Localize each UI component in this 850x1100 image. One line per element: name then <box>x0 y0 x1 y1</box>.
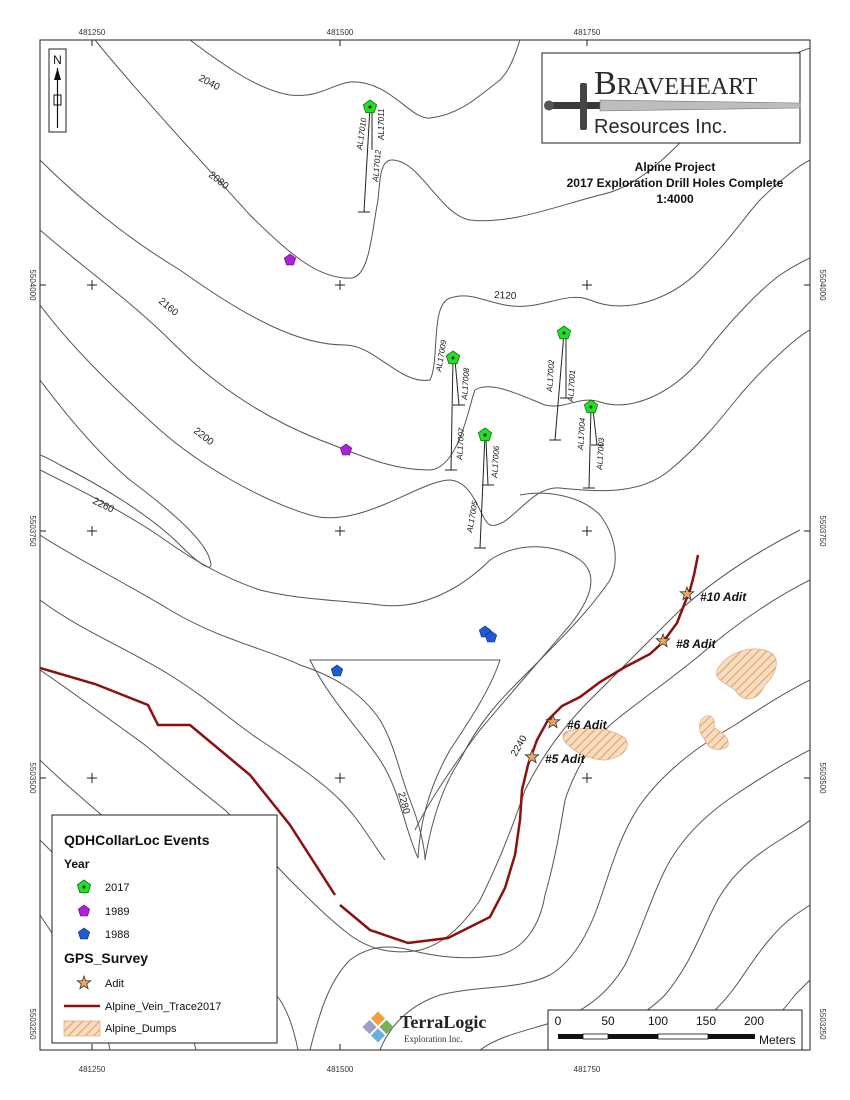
collar-2017-icon <box>362 99 378 114</box>
terralogic-diamond-icon <box>362 1011 394 1043</box>
legend-year-label: Year <box>64 857 90 871</box>
legend-1989: 1989 <box>105 906 129 918</box>
map-subtitle: 2017 Exploration Drill Holes Complete <box>567 176 784 190</box>
sword-pommel-icon <box>544 100 554 111</box>
contour-label-2120: 2120 <box>494 290 517 302</box>
grid-label-bottom-3: 481750 <box>574 1065 601 1074</box>
company-subname: Resources Inc. <box>594 116 727 138</box>
collars-1989 <box>283 253 353 456</box>
terralogic-name: TerraLogic <box>400 1012 486 1032</box>
grid-label-left-2: 5503750 <box>28 515 37 547</box>
adit-star-icon <box>524 748 540 764</box>
drill-traces <box>358 106 603 549</box>
grid-label-left-1: 5504000 <box>28 269 37 301</box>
hole-label-al17007: AL17007 <box>455 427 466 461</box>
hole-label-al17001: AL17001 <box>566 370 577 404</box>
collar-2017-icon <box>556 325 572 340</box>
north-arrow: N <box>48 48 67 133</box>
grid-label-top-2: 481500 <box>327 28 354 37</box>
grid-label-top-3: 481750 <box>574 28 601 37</box>
collar-1988-icon <box>484 630 498 643</box>
collars-1988 <box>330 625 498 677</box>
legend-dumps-icon <box>63 1020 101 1037</box>
collar-1989-icon <box>339 443 353 456</box>
map-scale-text: 1:4000 <box>656 192 694 206</box>
north-label: N <box>53 53 62 67</box>
legend-vein: Alpine_Vein_Trace2017 <box>105 1001 221 1013</box>
grid-label-bottom-2: 481500 <box>327 1065 354 1074</box>
company-name: Braveheart <box>594 65 758 102</box>
collar-2017-icon <box>445 350 461 365</box>
grid-label-right-2: 5503750 <box>818 515 827 547</box>
grid-label-right-4: 5503250 <box>818 1008 827 1040</box>
collar-1988-icon <box>330 664 344 677</box>
hole-label-al17003: AL17003 <box>595 437 606 471</box>
legend: QDHCollarLoc Events Year 2017 1989 1988 … <box>51 814 278 1044</box>
scale-tick-100: 100 <box>648 1014 668 1028</box>
collars-2017 <box>362 99 599 442</box>
adits <box>524 585 695 764</box>
alpine-dumps <box>562 648 777 761</box>
grid-label-bottom-1: 481250 <box>79 1065 106 1074</box>
hole-label-al17002: AL17002 <box>545 359 556 393</box>
adit-label-5: #5 Adit <box>545 752 586 766</box>
scale-bar: 0 50 100 150 200 Meters <box>547 1009 803 1051</box>
legend-adit: Adit <box>105 978 124 990</box>
hole-label-al17008: AL17008 <box>460 367 471 401</box>
hole-label-al17004: AL17004 <box>576 417 587 451</box>
legend-gps-label: GPS_Survey <box>64 950 148 966</box>
sword-blade-icon <box>599 99 801 112</box>
grid-label-left-4: 5503250 <box>28 1008 37 1040</box>
scale-segments <box>558 1033 755 1040</box>
scale-unit: Meters <box>759 1033 796 1047</box>
grid-label-left-3: 5503500 <box>28 762 37 794</box>
grid-label-right-3: 5503500 <box>818 762 827 794</box>
braveheart-logo: Braveheart Resources Inc. <box>541 52 801 144</box>
legend-2017-icon <box>76 879 92 894</box>
map-title: Alpine Project <box>635 160 716 174</box>
scale-tick-200: 200 <box>744 1014 764 1028</box>
hole-label-al17011: AL17011 <box>377 109 386 141</box>
collar-2017-icon <box>583 399 599 414</box>
adit-star-icon <box>679 585 695 601</box>
terralogic-sub: Exploration Inc. <box>404 1034 462 1044</box>
scale-tick-0: 0 <box>555 1014 562 1028</box>
collar-1989-icon <box>283 253 297 266</box>
grid-label-right-1: 5504000 <box>818 269 827 301</box>
hole-label-al17012: AL17012 <box>371 149 383 183</box>
grid-crosses <box>87 280 592 783</box>
sword-guard-icon <box>580 83 587 130</box>
legend-1988: 1988 <box>105 929 129 941</box>
adit-label-8: #8 Adit <box>676 637 717 651</box>
legend-1988-icon <box>77 927 91 940</box>
scale-tick-50: 50 <box>601 1014 615 1028</box>
legend-2017: 2017 <box>105 882 129 894</box>
legend-adit-icon <box>76 974 92 990</box>
adit-label-6: #6 Adit <box>567 718 608 732</box>
terralogic-logo: TerraLogic Exploration Inc. <box>362 1011 486 1044</box>
hole-label-al17006: AL17006 <box>490 445 501 479</box>
collar-2017-icon <box>477 427 493 442</box>
adit-star-icon <box>655 632 671 648</box>
adit-label-10: #10 Adit <box>700 590 747 604</box>
legend-title: QDHCollarLoc Events <box>64 832 210 848</box>
grid-label-top-1: 481250 <box>79 28 106 37</box>
legend-dumps: Alpine_Dumps <box>105 1023 177 1035</box>
legend-1989-icon <box>77 904 91 917</box>
scale-tick-150: 150 <box>696 1014 716 1028</box>
adit-star-icon <box>545 713 561 729</box>
